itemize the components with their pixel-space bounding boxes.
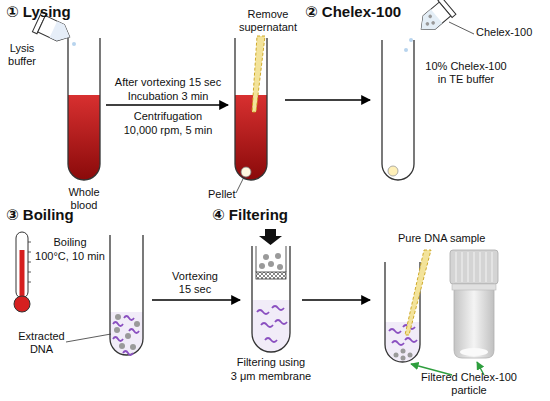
blood-tube (235, 95, 267, 180)
leader-line (449, 22, 474, 34)
leader-line (66, 334, 111, 342)
callout-label: Pure DNA sample (398, 232, 485, 245)
sample-tube (394, 353, 399, 358)
step-condition: Incubation 3 min (106, 90, 230, 103)
process-arrow (152, 300, 240, 301)
sample-tube (401, 349, 406, 354)
drop (72, 42, 76, 46)
vial-photo (450, 250, 498, 284)
filter-tube (256, 272, 286, 279)
filter-tube (256, 246, 286, 272)
reagent-tube (414, 0, 456, 37)
sample-tube (404, 48, 408, 52)
leader-line (236, 177, 244, 193)
sample-tube (110, 312, 143, 355)
vial-photo (450, 250, 498, 358)
process-arrow (285, 99, 370, 100)
filter-tube (277, 264, 283, 270)
reagent-label: Lysis buffer (4, 42, 40, 68)
pipette-tip (405, 250, 431, 335)
step-condition: 3 μm membrane (226, 370, 316, 383)
step-condition: Boiling (35, 236, 105, 249)
drop (72, 42, 76, 46)
filter-tube (252, 300, 290, 352)
sample-tube (125, 333, 131, 339)
step-heading: ① Lysing (6, 3, 71, 21)
filter-tube (257, 306, 287, 342)
step-condition: After vortexing 15 sec (106, 76, 230, 89)
process-arrow (285, 100, 370, 101)
sample-tube (408, 353, 413, 358)
process-arrow (152, 299, 240, 300)
process-arrow (302, 300, 370, 301)
step-heading: ④ Filtering (212, 206, 288, 224)
pipette-tip (252, 36, 265, 112)
sample-tube (115, 314, 121, 320)
pipette-tip (405, 250, 431, 335)
filter-tube (263, 254, 269, 260)
sample-tube (114, 327, 120, 333)
sample-tube (113, 316, 139, 355)
leader-line (236, 177, 244, 193)
thermometer (20, 250, 25, 302)
reagent-tube (415, 2, 450, 36)
reagent-tube (428, 14, 433, 19)
reagent-tube (425, 21, 430, 26)
process-arrow (106, 104, 228, 105)
sample-tube (382, 38, 414, 180)
blood-tube (241, 167, 251, 177)
thermometer (14, 232, 31, 312)
leader-line (449, 22, 474, 34)
step-condition: Centrifugation (106, 110, 230, 123)
sample-tube (389, 325, 417, 345)
pipette-tip (252, 36, 265, 112)
sample-tube (401, 356, 406, 361)
step-condition: 10,000 rpm, 5 min (106, 124, 230, 137)
callout-label: Pellet (208, 188, 236, 201)
filter-tube (259, 263, 265, 269)
step-condition: Filtering using (226, 356, 316, 369)
blood-tube (68, 38, 100, 180)
callout-label: Extracted DNA (14, 330, 69, 356)
reagent-tube (50, 21, 74, 45)
filter-tube (252, 229, 290, 352)
process-arrow (106, 105, 228, 106)
vial-photo (452, 284, 496, 290)
step-heading: ② Chelex-100 (305, 3, 401, 21)
reagent-tube (431, 20, 436, 25)
sample-tube (388, 166, 398, 176)
blood-tube (68, 95, 100, 180)
step-condition: 100°C, 10 min (30, 250, 110, 263)
step-condition: Vortexing 15 sec (167, 270, 223, 296)
action-label: Remove supernatant (233, 8, 303, 34)
callout-label: Filtered Chelex-100 particle (420, 371, 518, 397)
reagent-label: 10% Chelex-100 in TE buffer (423, 60, 509, 86)
leader-line (66, 334, 111, 342)
reagent-label: Chelex-100 (476, 26, 532, 39)
filter-tube (268, 261, 274, 267)
filter-tube (259, 229, 282, 245)
sample-tube (409, 38, 413, 42)
vial-photo (456, 252, 492, 282)
filter-tube (275, 253, 281, 259)
sample-tube (110, 235, 143, 355)
reagent-tube (415, 9, 442, 36)
filter-tube (252, 246, 290, 352)
vial-photo (454, 284, 494, 358)
sample-tube (130, 344, 136, 350)
vial-photo (460, 348, 488, 356)
sample-tube (119, 343, 125, 349)
sample-tube (134, 321, 140, 327)
sample-tube (385, 322, 420, 362)
sample-tube (110, 235, 143, 355)
blood-tube (68, 38, 100, 180)
thermometer (14, 296, 30, 312)
thermometer (28, 242, 31, 282)
step-heading: ③ Boiling (6, 206, 74, 224)
sample-tube (382, 40, 414, 180)
process-arrow (302, 299, 370, 300)
